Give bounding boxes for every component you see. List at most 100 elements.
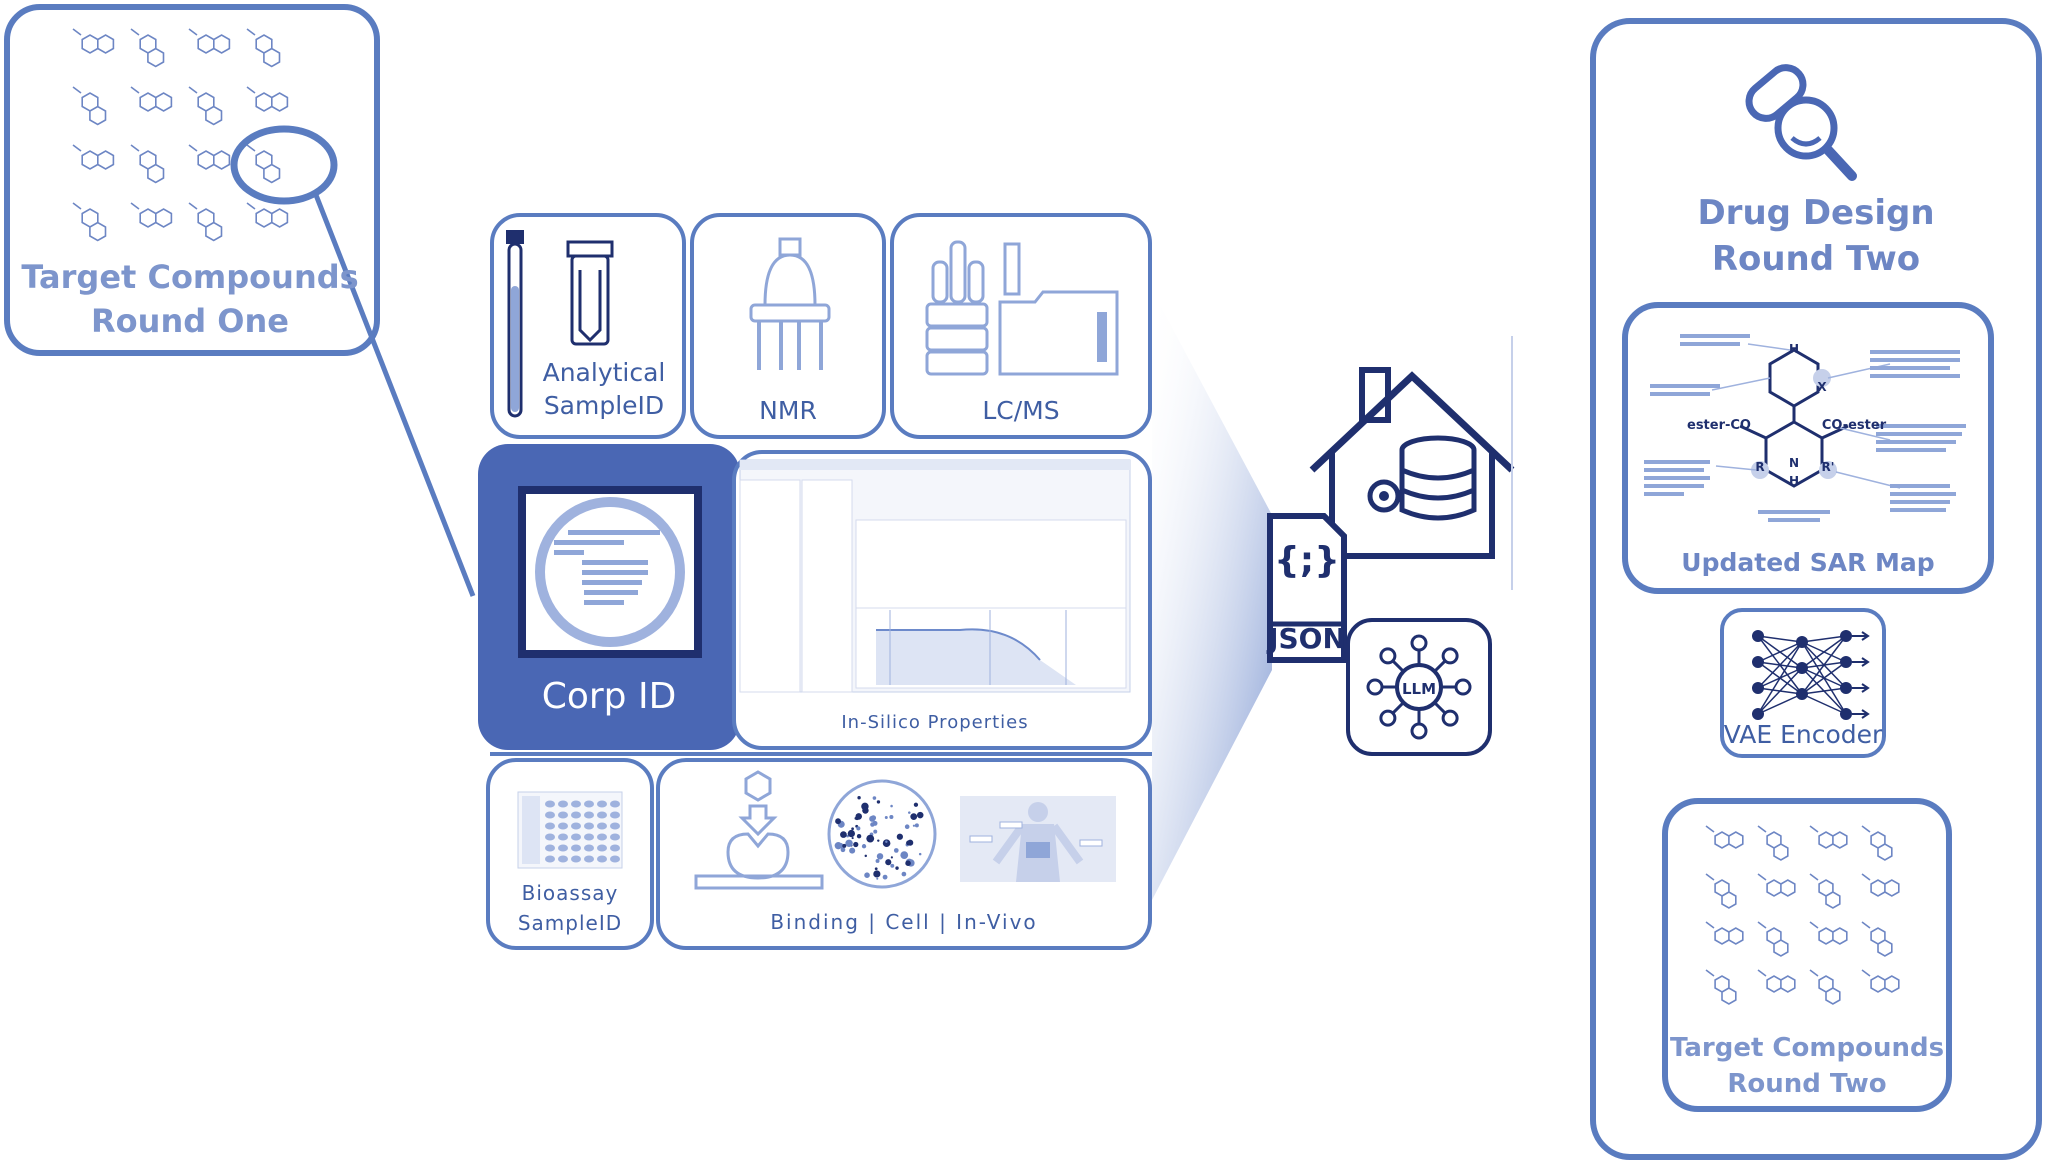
plate-well: [597, 822, 607, 830]
plate-well: [610, 833, 620, 841]
cell-dot: [847, 829, 855, 838]
plate-well: [545, 811, 555, 819]
plate-well: [597, 833, 607, 841]
round-two-molecule-grid: [1705, 825, 1900, 1005]
plate-well: [545, 800, 555, 808]
cell-dot: [890, 863, 895, 868]
cell-dot: [873, 829, 878, 834]
plate-well: [558, 844, 568, 852]
nmr-card: [690, 213, 886, 439]
lcms-label: LC/MS: [982, 396, 1060, 425]
plate-well: [571, 855, 581, 863]
round-two-title-line1: Target Compounds: [1669, 1033, 1945, 1063]
molecule-structure: [246, 144, 281, 184]
network-edge: [1801, 635, 1847, 669]
round-one-molecule-grid: [72, 28, 289, 242]
molecule-structure: [130, 202, 173, 228]
cell-dot: [905, 860, 911, 866]
cell-dot: [910, 813, 918, 820]
round-two-title-line2: Round Two: [1727, 1069, 1887, 1099]
cell-dot: [834, 842, 842, 850]
molecule-structure: [1861, 825, 1893, 861]
network-edge: [1801, 635, 1847, 643]
assay-plate-icon: [517, 791, 623, 869]
molecule-structure: [1705, 825, 1744, 849]
sar-ester-left: ester-CO: [1687, 418, 1751, 433]
vae-encoder-card: [1720, 608, 1886, 758]
vae-encoder-label: VAE Encoder: [1723, 720, 1883, 749]
plate-well: [597, 811, 607, 819]
molecule-structure: [130, 144, 165, 184]
plate-well: [545, 822, 555, 830]
round-one-card: [4, 4, 380, 356]
sar-ester-right: CO-ester: [1821, 418, 1887, 433]
plate-well: [584, 855, 594, 863]
sar-structure: [1644, 334, 1966, 522]
plate-well: [610, 822, 620, 830]
round-two-title: Target Compounds Round Two: [1662, 1030, 1952, 1102]
cell-dot: [876, 877, 879, 880]
output-arrow: [1852, 657, 1870, 667]
cell-dot: [874, 867, 878, 871]
sar-r-right: R': [1821, 460, 1835, 474]
molecule-structure: [1705, 873, 1737, 909]
plate-well: [584, 844, 594, 852]
cell-dot: [853, 841, 859, 848]
magnifier-pill-icon: [1745, 64, 1857, 181]
cell-dot: [855, 813, 863, 820]
cell-dot: [904, 824, 910, 830]
lcms-instrument-icon: [925, 240, 1119, 376]
cell-dot: [901, 871, 907, 877]
cell-dot: [900, 851, 909, 859]
cell-dot: [866, 834, 875, 843]
plate-well: [597, 800, 607, 808]
molecule-structure: [130, 28, 165, 68]
plate-well: [545, 833, 555, 841]
json-file-icon: [1267, 513, 1347, 663]
llm-node: [1379, 647, 1397, 665]
network-node: [1752, 682, 1764, 694]
binding-label: Binding | Cell | In-Vivo: [770, 910, 1038, 934]
cell-dot: [916, 811, 924, 819]
molecule-structure: [1809, 873, 1841, 909]
cell-dot: [918, 852, 922, 856]
round-one-title: Target Compounds Round One: [20, 255, 360, 343]
plate-well: [584, 811, 594, 819]
molecule-structure: [188, 86, 223, 126]
network-edge: [1757, 641, 1803, 689]
plate-well: [558, 833, 568, 841]
plate-well: [610, 844, 620, 852]
cell-dot: [872, 796, 877, 800]
analytical-sampleid-card: [490, 213, 686, 439]
nmr-label: NMR: [759, 396, 817, 425]
network-node: [1796, 662, 1808, 674]
bioassay-label-line1: Bioassay: [521, 881, 619, 905]
network-node: [1840, 630, 1852, 642]
cell-dot: [842, 843, 847, 848]
nmr-magnet-icon: [749, 237, 831, 370]
drug-design-title-line1: Drug Design: [1697, 193, 1935, 233]
molecule-structure: [72, 28, 115, 54]
cell-dot: [890, 804, 893, 808]
plate-well: [558, 855, 568, 863]
round-two-card: [1662, 798, 1952, 1112]
molecule-structure: [72, 144, 115, 170]
llm-label: LLM: [1401, 680, 1437, 698]
molecule-structure: [188, 202, 223, 242]
plate-well: [571, 844, 581, 852]
bioassay-label: Bioassay SampleID: [490, 878, 650, 938]
network-node: [1840, 682, 1852, 694]
llm-node: [1454, 678, 1472, 696]
cell-dot: [840, 831, 847, 838]
drug-design-title-line2: Round Two: [1711, 239, 1921, 279]
cell-dot: [856, 833, 862, 839]
network-edge: [1757, 693, 1803, 715]
network-node: [1796, 688, 1808, 700]
plate-well: [558, 800, 568, 808]
plate-well: [584, 822, 594, 830]
molecule-structure: [246, 86, 289, 112]
round-one-title-line1: Target Compounds: [21, 258, 359, 296]
drug-design-title: Drug Design Round Two: [1600, 190, 2032, 282]
